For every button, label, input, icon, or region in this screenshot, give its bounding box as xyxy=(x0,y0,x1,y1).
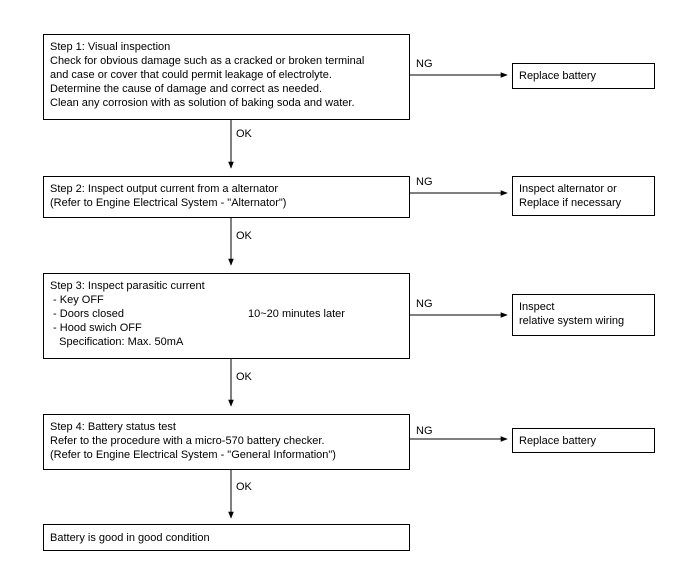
ok-label-4: OK xyxy=(236,481,252,493)
ng-action-2-box: Inspect alternator or Replace if necessa… xyxy=(512,176,655,216)
step-4-title: Step 4: Battery status test xyxy=(50,421,176,433)
step-1-box: Step 1: Visual inspection Check for obvi… xyxy=(43,34,410,120)
step-1-line: Clean any corrosion with as solution of … xyxy=(50,97,355,109)
step-3-condition: - Doors closed xyxy=(50,308,124,320)
final-result-text: Battery is good in good condition xyxy=(50,532,210,544)
step-3-title: Step 3: Inspect parasitic current xyxy=(50,280,205,292)
step-2-box: Step 2: Inspect output current from a al… xyxy=(43,176,410,218)
step-2-line: (Refer to Engine Electrical System - "Al… xyxy=(50,197,287,209)
ng-action-2-text: Replace if necessary xyxy=(519,197,622,209)
step-4-box: Step 4: Battery status test Refer to the… xyxy=(43,414,410,470)
step-3-condition: - Hood swich OFF xyxy=(50,322,142,334)
ng-label-1: NG xyxy=(416,58,433,70)
ok-label-2: OK xyxy=(236,230,252,242)
ng-action-3-text: Inspect xyxy=(519,301,555,313)
ng-action-3-text: relative system wiring xyxy=(519,315,625,327)
final-result-box: Battery is good in good condition xyxy=(43,524,410,551)
ng-action-1-text: Replace battery xyxy=(519,70,597,82)
ok-label-1: OK xyxy=(236,128,252,140)
step-2-title: Step 2: Inspect output current from a al… xyxy=(50,183,279,195)
step-1-line: Determine the cause of damage and correc… xyxy=(50,83,323,95)
step-3-wait-note: 10~20 minutes later xyxy=(248,308,345,320)
ng-action-4-box: Replace battery xyxy=(512,428,655,453)
ng-label-3: NG xyxy=(416,298,433,310)
step-3-condition: - Key OFF xyxy=(50,294,104,306)
ng-label-4: NG xyxy=(416,425,433,437)
step-4-line: Refer to the procedure with a micro-570 … xyxy=(50,435,325,447)
step-1-line: Check for obvious damage such as a crack… xyxy=(50,55,365,67)
step-1-title: Step 1: Visual inspection xyxy=(50,41,171,53)
step-3-box: Step 3: Inspect parasitic current - Key … xyxy=(43,273,410,359)
ok-label-3: OK xyxy=(236,371,252,383)
step-1-line: and case or cover that could permit leak… xyxy=(50,69,332,81)
ng-action-2-text: Inspect alternator or xyxy=(519,183,617,195)
ng-label-2: NG xyxy=(416,176,433,188)
ng-action-4-text: Replace battery xyxy=(519,435,597,447)
ng-action-3-box: Inspect relative system wiring xyxy=(512,294,655,336)
step-3-specification: Specification: Max. 50mA xyxy=(50,336,184,348)
ng-action-1-box: Replace battery xyxy=(512,63,655,89)
step-4-line: (Refer to Engine Electrical System - "Ge… xyxy=(50,449,336,461)
